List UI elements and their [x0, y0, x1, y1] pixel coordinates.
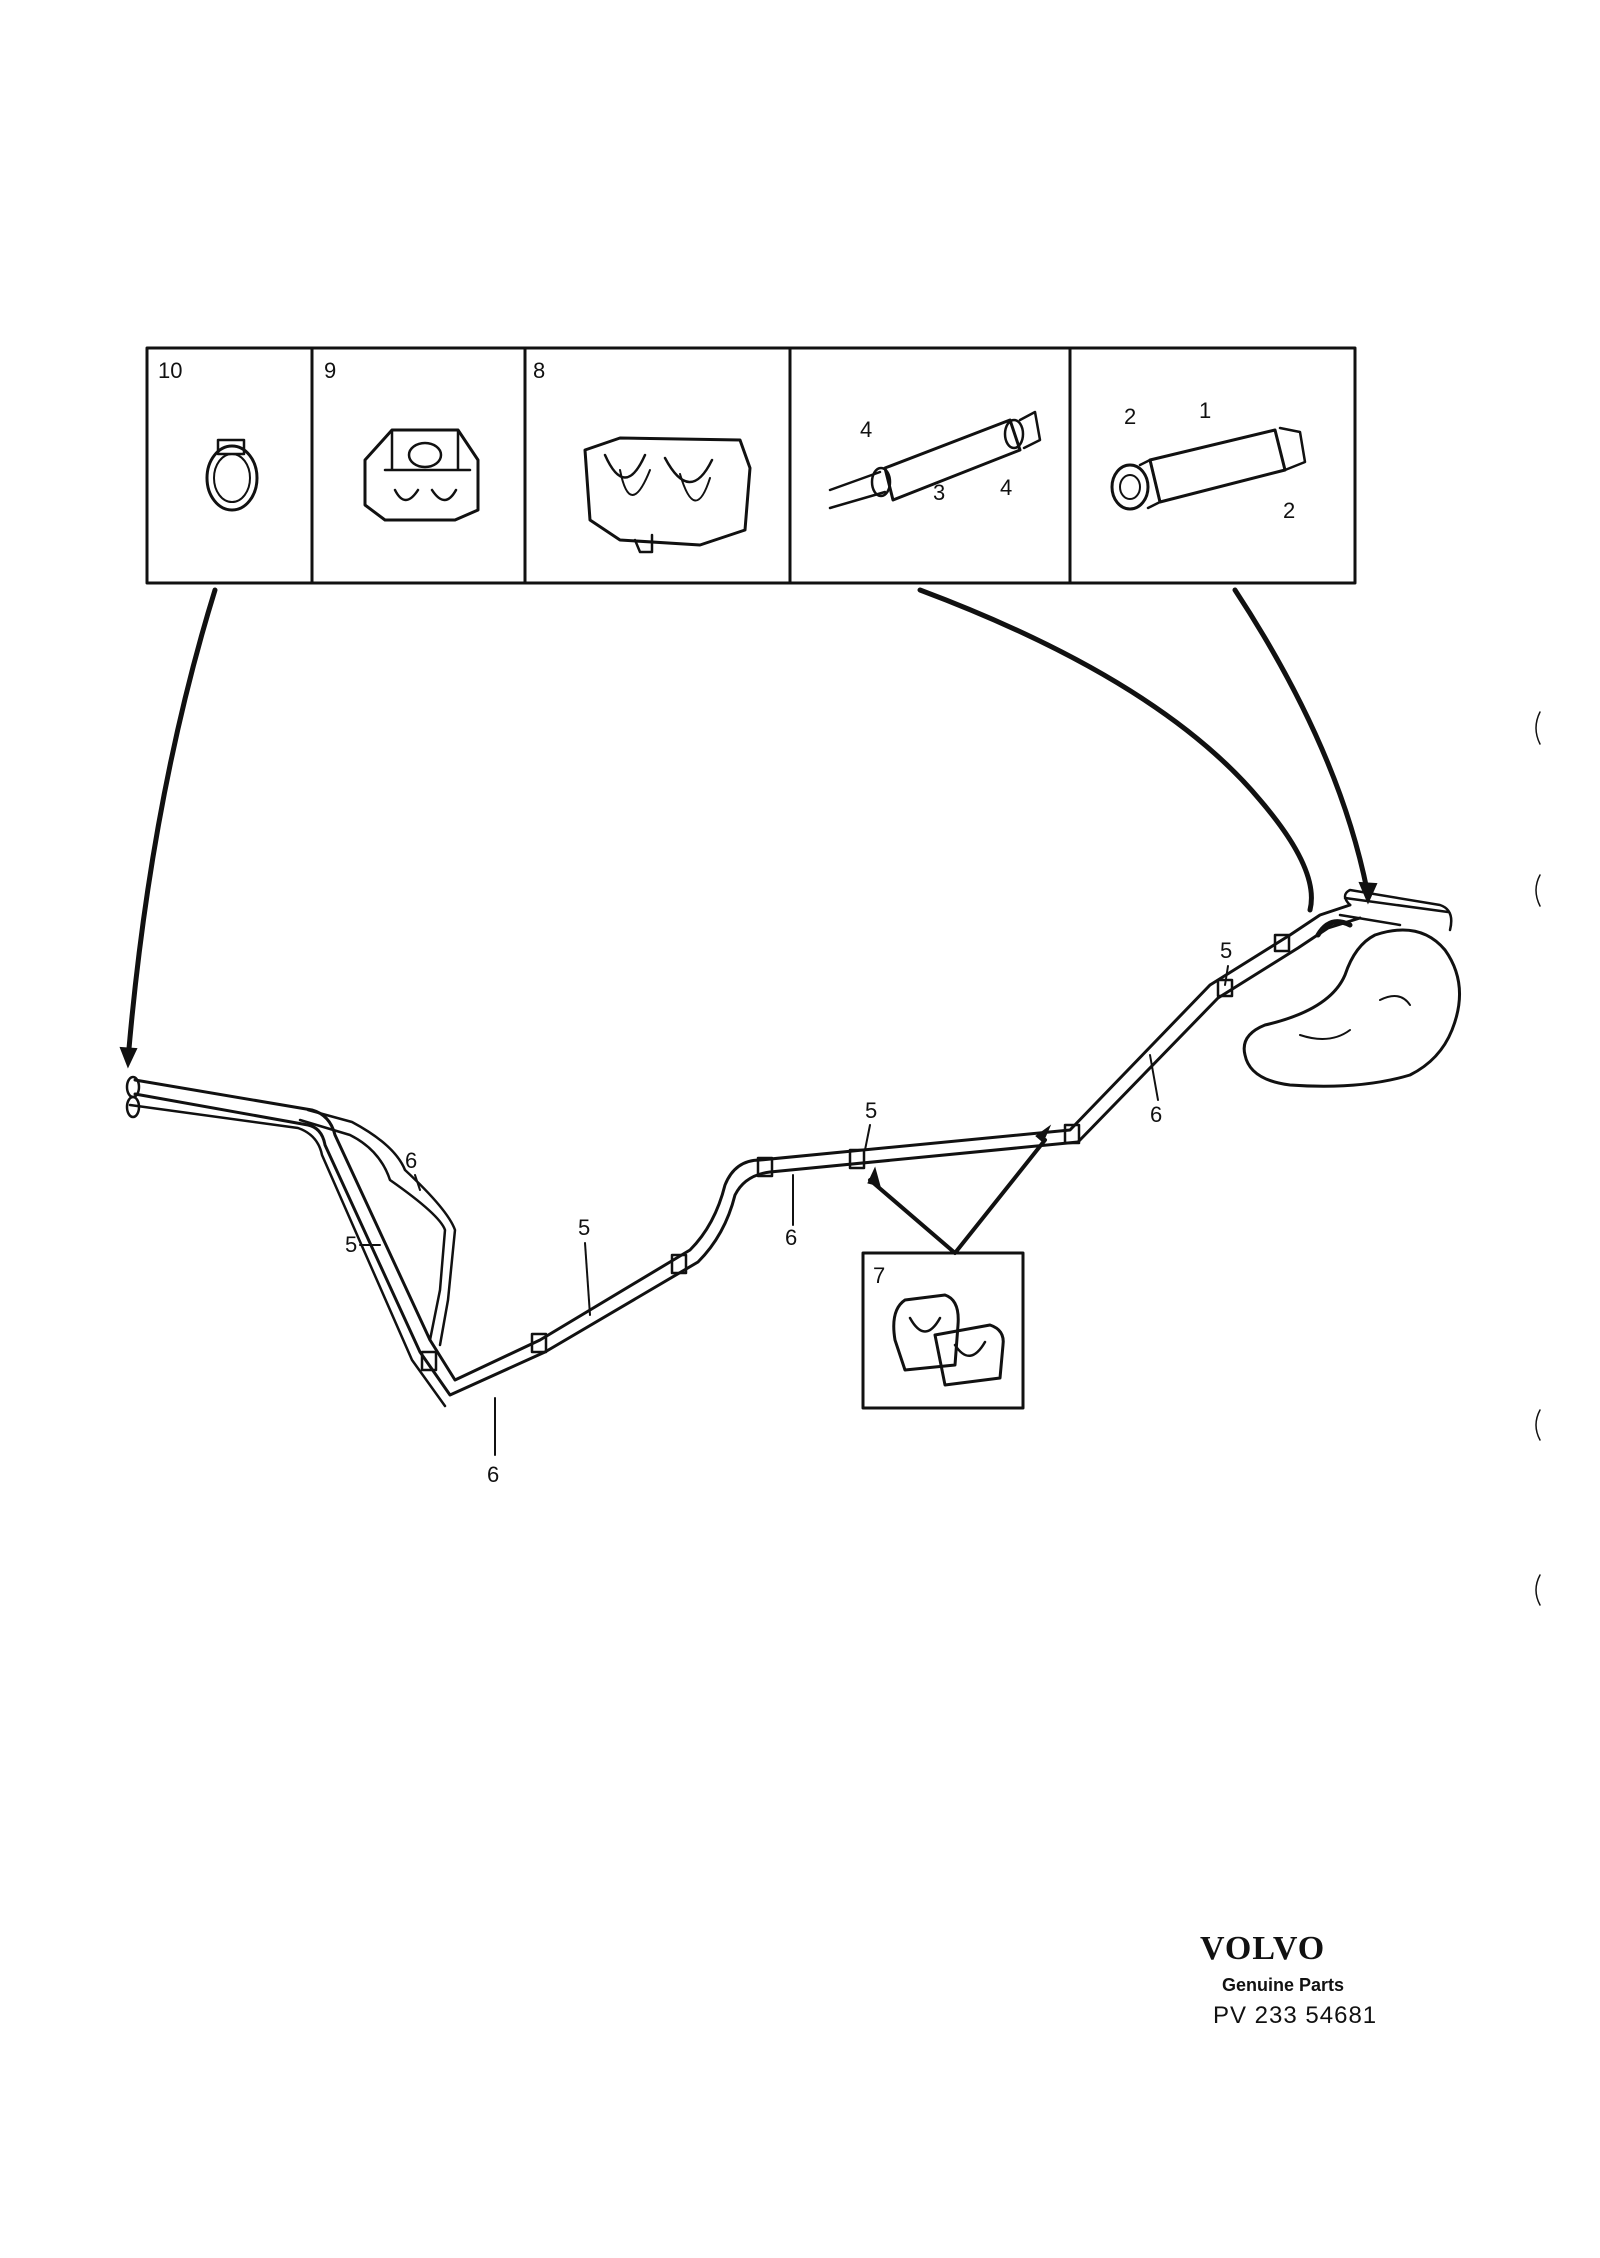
hose-illustration	[1110, 426, 1307, 511]
brake-line-assembly	[125, 888, 1453, 1408]
rear-component-illustration	[1242, 919, 1462, 1088]
callout-7: 7	[873, 1263, 885, 1288]
detail-label-hose: 3	[933, 480, 945, 505]
leader-arrows	[119, 587, 1378, 1069]
detail-label-clamp-left: 4	[860, 417, 872, 442]
inset-number-8: 8	[533, 358, 545, 383]
callout-5-mid: 5	[578, 1215, 590, 1240]
callout-5-left: 5	[345, 1232, 357, 1257]
hose-with-clamps-illustration	[828, 410, 1042, 510]
brand-tagline: Genuine Parts	[1222, 1975, 1345, 1995]
brand-logo: VOLVO	[1200, 1930, 1326, 1967]
double-bracket-illustration	[583, 436, 752, 554]
detail-label-clamp-bottom: 2	[1283, 498, 1295, 523]
diagram-code: PV 233 54681	[1213, 2002, 1378, 2029]
inset-number-1: 1	[1199, 398, 1211, 423]
clip-illustration	[363, 428, 480, 522]
detail-label-clamp-top: 2	[1124, 404, 1136, 429]
hose-clamp-illustration	[205, 438, 259, 512]
callout-5-right: 5	[1220, 938, 1232, 963]
callout-6-mid: 6	[785, 1225, 797, 1250]
inset-number-9: 9	[324, 358, 336, 383]
callout-5-center: 5	[865, 1098, 877, 1123]
callout-6-left: 6	[405, 1148, 417, 1173]
detail-label-clamp-right: 4	[1000, 475, 1012, 500]
callout-6-right: 6	[1150, 1102, 1162, 1127]
callout-leaders	[359, 965, 1229, 1456]
callout-6-bottom: 6	[487, 1462, 499, 1487]
margin-marks	[1535, 711, 1541, 1606]
inset-box-7	[861, 1124, 1052, 1410]
inset-strip	[145, 346, 1357, 585]
inset-number-10: 10	[158, 358, 182, 383]
